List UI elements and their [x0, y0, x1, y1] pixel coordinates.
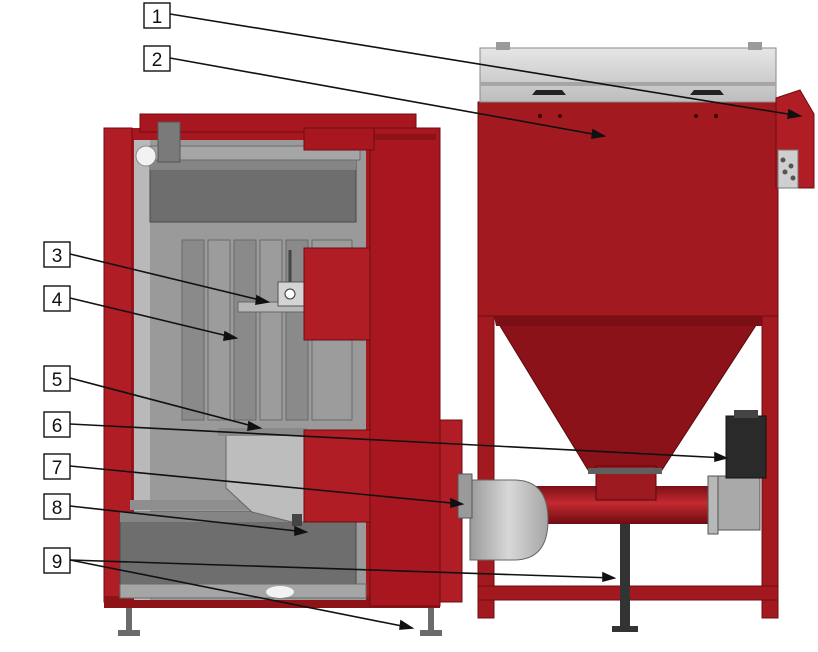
callout-boxes: 1 2 3 4 5 6 7 8	[43, 2, 171, 574]
callout-3: 3	[43, 241, 71, 268]
callout-4: 4	[43, 285, 71, 312]
boiler-inner-wall	[134, 140, 150, 600]
leader-3	[69, 253, 269, 303]
leader-7	[69, 465, 463, 505]
hopper-cone	[493, 315, 763, 471]
boiler-cutaway	[103, 113, 463, 636]
top-red-block	[303, 127, 375, 151]
hopper-lid	[479, 47, 777, 103]
leader-1	[169, 13, 801, 117]
feeder-drum	[469, 479, 549, 561]
lid-handle-right	[690, 90, 724, 95]
callout-8: 8	[43, 493, 71, 520]
ash-box-floor	[119, 583, 367, 599]
callout-5: 5	[43, 365, 71, 392]
pellet-hopper	[457, 42, 815, 632]
motor	[725, 415, 767, 479]
upper-flue-box	[149, 159, 357, 223]
callout-7-label: 7	[52, 458, 63, 479]
feeder-flange	[707, 475, 719, 535]
control-panel	[777, 149, 799, 189]
drum-mount	[457, 473, 473, 519]
flue-outlet	[135, 145, 157, 167]
callout-4-label: 4	[52, 290, 63, 311]
callout-3-label: 3	[52, 246, 63, 267]
boiler-foot-right	[420, 604, 442, 636]
callout-9-label: 9	[52, 552, 63, 573]
callout-8-label: 8	[52, 498, 63, 519]
leader-2	[169, 57, 605, 137]
callout-5-label: 5	[52, 370, 63, 391]
boiler-foot-left	[118, 604, 140, 636]
support-post	[620, 520, 630, 632]
callout-leaders	[69, 13, 803, 630]
leader-6	[69, 423, 727, 459]
leader-9a	[69, 559, 615, 579]
callout-6: 6	[43, 411, 71, 438]
door-upper	[303, 247, 375, 341]
leader-9b	[69, 559, 413, 629]
callout-2: 2	[143, 45, 171, 72]
leader-8	[69, 505, 307, 533]
lower-ash-box	[119, 511, 357, 587]
callout-1-label: 1	[152, 7, 163, 28]
callout-6-label: 6	[52, 416, 63, 437]
callout-7: 7	[43, 453, 71, 480]
callout-2-label: 2	[152, 50, 163, 71]
flue-pipe	[157, 121, 181, 163]
boiler-front-panel	[369, 127, 441, 607]
leader-5	[69, 377, 261, 429]
door-lower	[303, 429, 375, 523]
lid-handle-left	[532, 90, 566, 95]
leader-4	[69, 297, 237, 339]
callout-9: 9	[43, 547, 71, 574]
hopper-body	[477, 101, 779, 317]
gearbox	[717, 475, 761, 531]
callout-1: 1	[143, 2, 171, 29]
frame-leg-left	[477, 315, 495, 619]
